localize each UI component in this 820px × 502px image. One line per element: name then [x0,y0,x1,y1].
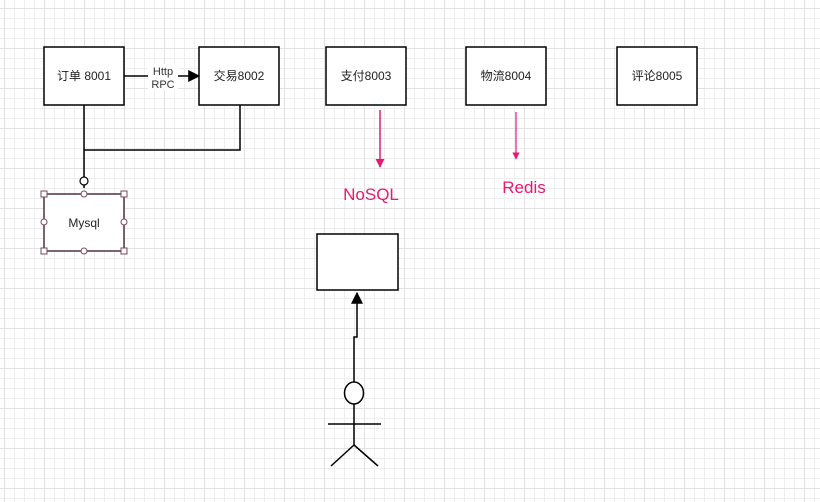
selection-handles [40,190,128,255]
node-trade[interactable]: 交易8002 [198,46,280,106]
annotation-redis[interactable]: Redis [502,178,545,197]
node-pay-label: 支付8003 [341,69,392,83]
node-logistics-label: 物流8004 [481,69,532,83]
annotation-arrows [375,110,520,168]
connection-point-left[interactable] [40,218,48,226]
resize-handle-nw[interactable] [40,190,48,198]
edge-label-http-rpc: Http RPC [148,64,178,91]
resize-handle-ne[interactable] [120,190,128,198]
node-trade-label: 交易8002 [214,68,265,83]
user-actor-icon[interactable] [328,381,381,467]
node-review[interactable]: 评论8005 [616,46,698,106]
resize-handle-se[interactable] [120,247,128,255]
user-to-box-arrow[interactable] [351,291,363,382]
trade-to-mysql-line[interactable] [84,105,241,151]
node-pay[interactable]: 支付8003 [325,46,407,106]
connection-point-bottom[interactable] [80,247,88,255]
resize-handle-sw[interactable] [40,247,48,255]
node-mysql[interactable]: Mysql [40,176,128,255]
node-review-label: 评论8005 [632,69,683,83]
annotation-nosql[interactable]: NoSQL [343,185,399,204]
connector-endpoint[interactable] [79,176,89,186]
edge-label-rpc: RPC [151,79,174,91]
connection-point-right[interactable] [120,218,128,226]
connection-point-top[interactable] [80,190,88,198]
node-logistics[interactable]: 物流8004 [465,46,547,106]
node-empty-box[interactable] [316,233,399,291]
edge-label-http: Http [153,66,173,78]
node-order-label: 订单 8001 [57,69,111,83]
node-mysql-label: Mysql [68,216,99,230]
connectors [83,70,363,382]
node-order[interactable]: 订单 8001 [43,46,125,106]
